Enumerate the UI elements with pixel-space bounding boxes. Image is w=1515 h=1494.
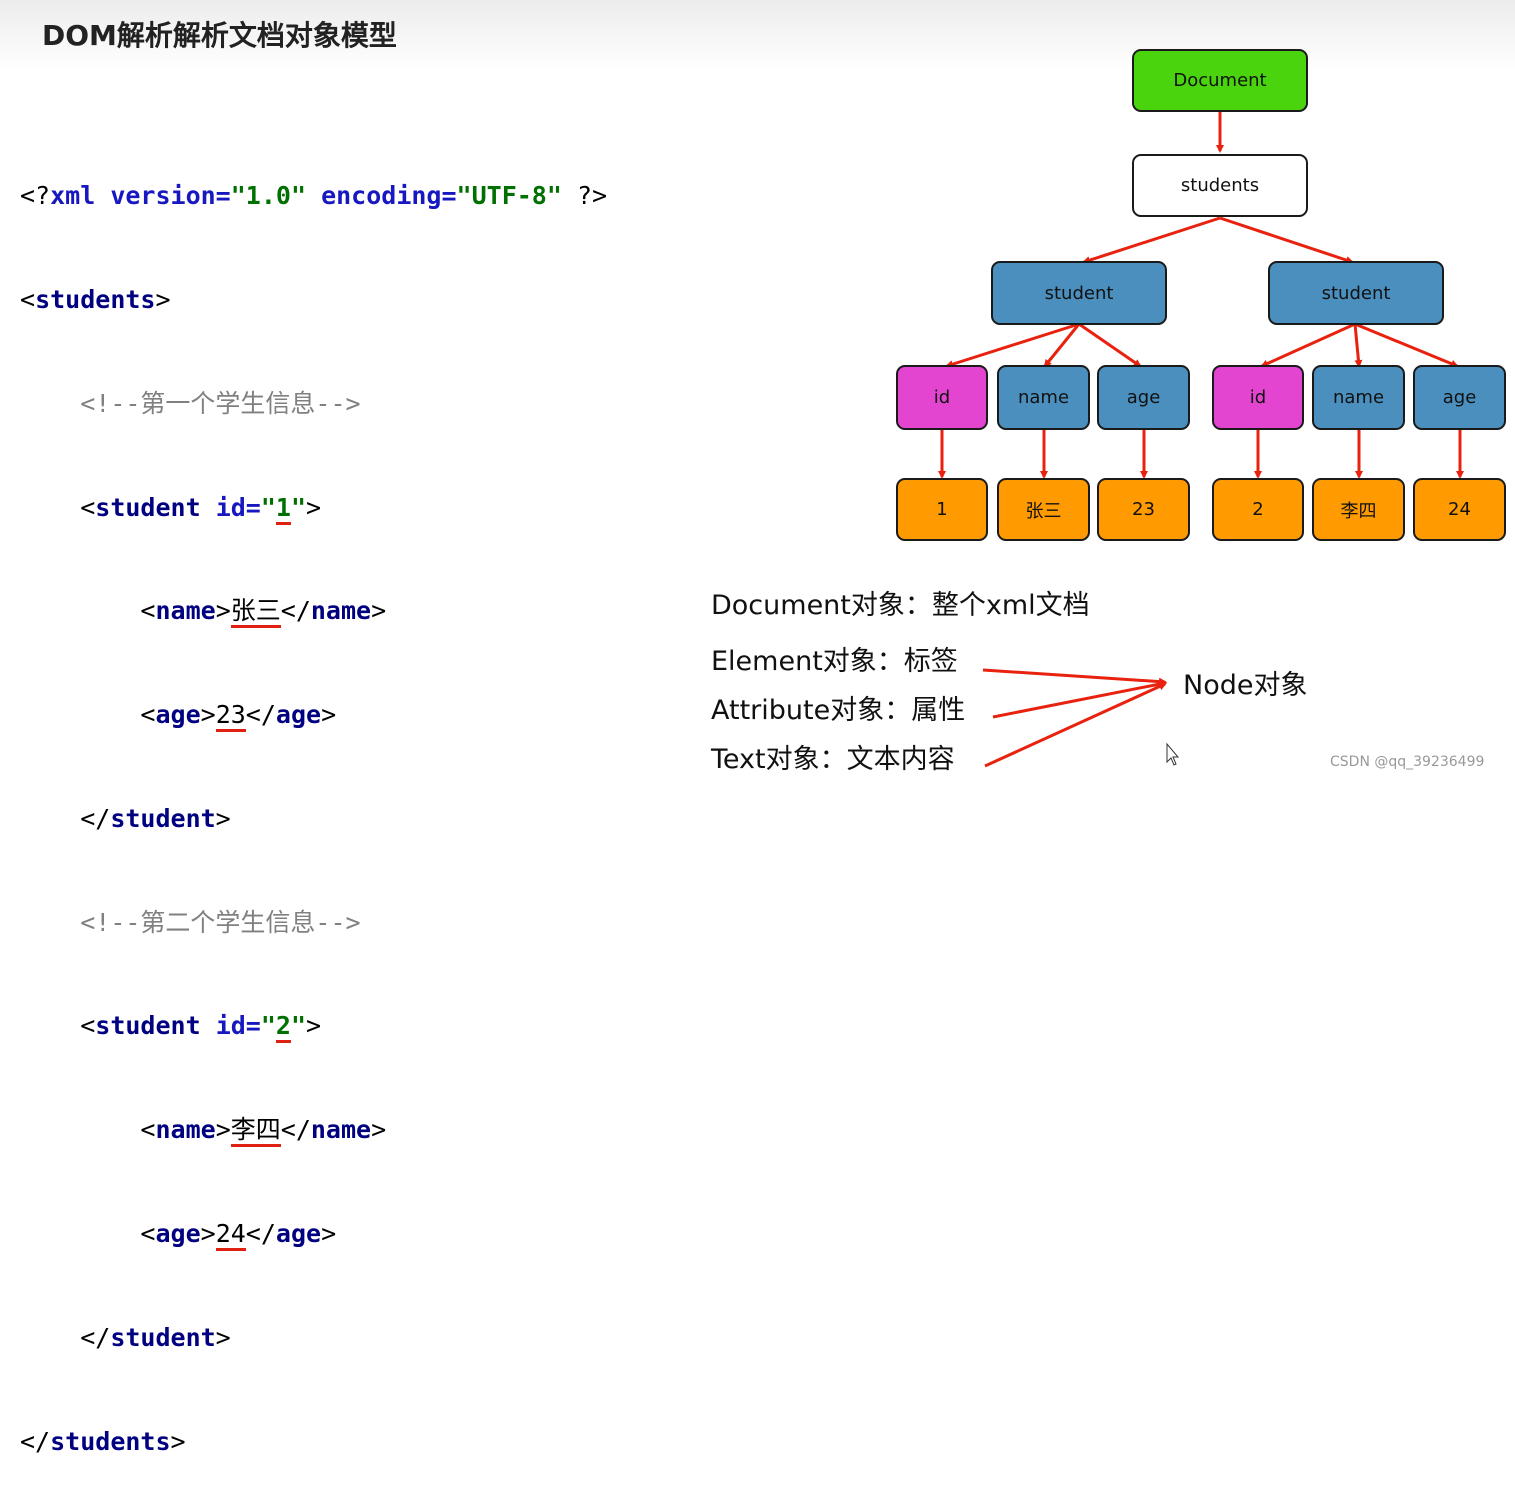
decl-open: <? xyxy=(20,181,51,211)
student-id-value: 1 xyxy=(275,492,291,525)
arrow-s2-id xyxy=(1260,322,1356,368)
students-node: students xyxy=(1132,154,1308,217)
decl-close: ?> xyxy=(561,181,608,211)
student-name-value: 李四 xyxy=(230,1115,281,1148)
id-attribute-node: id xyxy=(1212,365,1304,430)
student-node: student xyxy=(991,261,1167,325)
arrow-s1-id xyxy=(945,322,1080,368)
id-attribute-node: id xyxy=(896,365,988,430)
text-node: 张三 xyxy=(997,478,1090,541)
decl-xml: xml xyxy=(50,181,96,211)
age-tag: age xyxy=(155,1219,201,1248)
age-line: <age>24</age> xyxy=(20,1217,607,1252)
name-line: <name>李四</name> xyxy=(20,1113,607,1148)
legend-attribute: Attribute对象：属性 xyxy=(711,695,966,726)
student-open-line: <student id="2"> xyxy=(20,1009,607,1044)
arrow-s1-age xyxy=(1078,322,1142,368)
legend-text: Text对象：文本内容 xyxy=(711,744,955,775)
name-tag: name xyxy=(155,1115,216,1145)
arrow-root-student1 xyxy=(1082,216,1221,264)
name-close-tag: name xyxy=(310,1115,372,1145)
document-node: Document xyxy=(1132,49,1308,112)
text-node: 23 xyxy=(1097,478,1190,541)
age-tag: age xyxy=(155,700,201,730)
text-node: 1 xyxy=(896,478,988,541)
student-tag: student xyxy=(95,492,201,522)
text-node: 24 xyxy=(1413,478,1506,541)
id-attr: id= xyxy=(215,1011,261,1041)
student-close-line: </student> xyxy=(20,803,231,833)
legend-element: Element对象：标签 xyxy=(711,646,958,677)
id-attr: id= xyxy=(215,492,261,522)
comment-line: <!--第二个学生信息--> xyxy=(20,906,607,941)
decl-version-value: "1.0" xyxy=(230,181,307,211)
root-open-line: <students> xyxy=(20,284,171,314)
name-tag: name xyxy=(155,596,216,626)
mouse-cursor-icon xyxy=(1166,742,1180,766)
legend-document: Document对象：整个xml文档 xyxy=(711,590,1090,621)
decl-encoding-value: "UTF-8" xyxy=(456,181,562,211)
arrow-root-student2 xyxy=(1219,216,1354,264)
age-element-node: age xyxy=(1097,365,1190,430)
arrow-text-node xyxy=(984,682,1167,768)
decl-encoding-attr: encoding= xyxy=(321,181,457,211)
student-node: student xyxy=(1268,261,1444,325)
student-open-line: <student id="1"> xyxy=(20,491,607,526)
arrow-element-node xyxy=(982,668,1167,686)
name-line: <name>张三</name> xyxy=(20,594,607,629)
age-close-tag: age xyxy=(275,1219,322,1248)
page-title: DOM解析解析文档对象模型 xyxy=(42,19,397,52)
legend-node: Node对象 xyxy=(1183,670,1308,701)
name-element-node: name xyxy=(997,365,1090,430)
student-close-tag: student xyxy=(110,803,216,833)
student-tag: student xyxy=(95,1011,201,1041)
root-tag: students xyxy=(35,284,156,314)
student-name-value: 张三 xyxy=(230,596,281,629)
arrow-s1-name xyxy=(1043,323,1081,368)
age-close-tag: age xyxy=(275,700,322,730)
xml-declaration: <?xml version="1.0" encoding="UTF-8" ?> xyxy=(20,179,607,214)
text-node: 2 xyxy=(1212,478,1304,541)
student-close-line: </student> xyxy=(20,1322,231,1352)
root-close-tag: students xyxy=(50,1426,171,1456)
student-age-value: 24 xyxy=(215,1219,246,1251)
decl-version-attr: version= xyxy=(110,181,231,211)
age-element-node: age xyxy=(1413,365,1506,430)
root-close-line: </students> xyxy=(20,1426,186,1456)
name-close-tag: name xyxy=(310,596,372,626)
arrow-s2-name xyxy=(1353,323,1363,368)
watermark: CSDN @qq_39236499 xyxy=(1330,754,1485,770)
student-close-tag: student xyxy=(110,1322,216,1352)
arrow-s2-age xyxy=(1354,322,1459,368)
age-line: <age>23</age> xyxy=(20,698,607,733)
student-id-value: 2 xyxy=(275,1011,291,1044)
comment-1: <!--第一个学生信息--> xyxy=(80,388,361,418)
dom-tree-arrows xyxy=(938,112,1464,768)
text-node: 李四 xyxy=(1312,478,1405,541)
arrow-attribute-node xyxy=(992,680,1167,719)
comment-line: <!--第一个学生信息--> xyxy=(20,387,607,422)
comment-2: <!--第二个学生信息--> xyxy=(80,907,361,937)
name-element-node: name xyxy=(1312,365,1405,430)
student-age-value: 23 xyxy=(215,700,246,733)
